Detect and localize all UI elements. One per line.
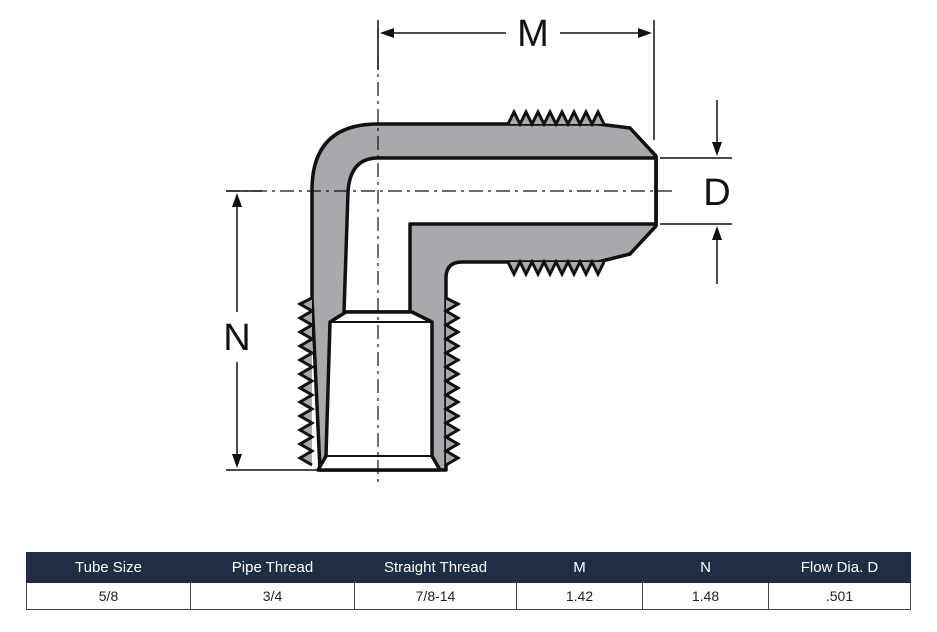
centerlines [226,28,672,484]
cell-n: 1.48 [642,582,769,610]
pipe-thread-left [296,296,315,467]
cell-flow-dia-d: .501 [768,582,911,610]
dimension-n [226,190,318,471]
top-thread [506,108,606,128]
header-m: M [516,552,643,583]
header-tube-size: Tube Size [26,552,191,583]
bottom-thread-horizontal [506,258,606,278]
header-n: N [642,552,769,583]
label-d: D [703,172,730,214]
label-m: M [517,13,549,55]
flow-bore [342,156,658,314]
header-straight-thread: Straight Thread [354,552,517,583]
table-row: 5/8 3/4 7/8-14 1.42 1.48 .501 [26,582,911,610]
label-n: N [223,317,250,359]
header-flow-dia-d: Flow Dia. D [768,552,911,583]
header-pipe-thread: Pipe Thread [190,552,355,583]
cell-tube-size: 5/8 [26,582,191,610]
dimension-d [660,100,732,284]
cell-pipe-thread: 3/4 [190,582,355,610]
pipe-counterbore [316,310,442,472]
dimension-m [377,20,655,140]
table-header-row: Tube Size Pipe Thread Straight Thread M … [26,552,911,583]
cell-m: 1.42 [516,582,643,610]
spec-table: Tube Size Pipe Thread Straight Thread M … [26,552,911,610]
elbow-fitting-diagram: M N D [223,13,732,484]
pipe-thread-right [443,296,462,467]
cell-straight-thread: 7/8-14 [354,582,517,610]
